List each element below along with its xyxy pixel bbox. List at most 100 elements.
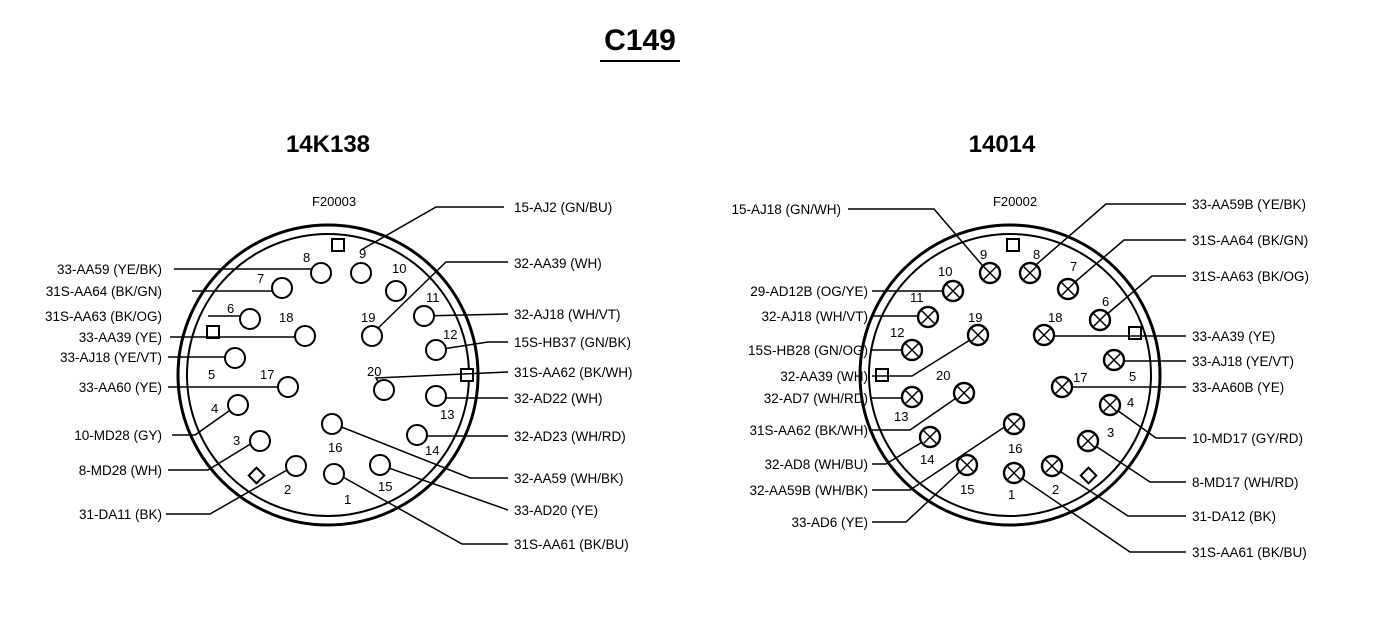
pin-2 bbox=[1040, 454, 1064, 478]
figure-number: F20003 bbox=[312, 194, 356, 209]
pin-4 bbox=[227, 394, 249, 416]
pin-number: 15 bbox=[378, 479, 392, 494]
wire-label: 31S-AA62 (BK/WH) bbox=[514, 365, 633, 380]
connector-outer-ring bbox=[858, 223, 1162, 527]
pin-cavities bbox=[900, 261, 1126, 485]
key-right bbox=[460, 368, 474, 382]
pin-number: 10 bbox=[392, 261, 406, 276]
pin-number: 10 bbox=[938, 264, 952, 279]
pin-numbers: 1 2 3 4 5 6 7 8 9 10 11 12 13 14 15 16 1… bbox=[208, 246, 457, 507]
pin-number: 4 bbox=[1127, 395, 1134, 410]
pin-number: 16 bbox=[1008, 441, 1022, 456]
wire-label: 33-AA39 (YE) bbox=[1192, 329, 1275, 344]
wire-label: 31S-AA61 (BK/BU) bbox=[514, 537, 629, 552]
wire-label: 32-AD22 (WH) bbox=[514, 391, 603, 406]
pin-12 bbox=[425, 339, 447, 361]
wire-label: 15-AJ2 (GN/BU) bbox=[514, 200, 612, 215]
pin-13 bbox=[425, 385, 447, 407]
key-bottom bbox=[247, 466, 266, 485]
wire-label: 32-AD8 (WH/BU) bbox=[764, 457, 868, 472]
wire-label: 10-MD17 (GY/RD) bbox=[1192, 431, 1303, 446]
wire-label: 32-AA39 (WH) bbox=[514, 256, 602, 271]
pin-17 bbox=[1050, 375, 1074, 399]
connector-outer-ring bbox=[176, 223, 480, 527]
pin-14 bbox=[406, 424, 428, 446]
wire-label: 33-AD6 (YE) bbox=[791, 515, 868, 530]
wire-label: 33-AA39 (YE) bbox=[79, 330, 162, 345]
pin-number: 6 bbox=[227, 301, 234, 316]
pin-3 bbox=[1076, 429, 1100, 453]
pin-number: 19 bbox=[968, 310, 982, 325]
pin-number: 13 bbox=[440, 407, 454, 422]
pin-16 bbox=[321, 413, 343, 435]
pin-number: 11 bbox=[426, 290, 440, 305]
pin-10 bbox=[941, 279, 965, 303]
wire-label: 15S-HB37 (GN/BK) bbox=[514, 335, 631, 350]
pin-number: 11 bbox=[910, 290, 924, 305]
wire-label: 10-MD28 (GY) bbox=[74, 428, 162, 443]
pin-3 bbox=[249, 430, 271, 452]
wire-label: 32-AA39 (WH) bbox=[780, 369, 868, 384]
pin-number: 9 bbox=[359, 246, 366, 261]
pin-number: 15 bbox=[960, 482, 974, 497]
pin-number: 3 bbox=[1107, 425, 1114, 440]
pin-number: 7 bbox=[257, 271, 264, 286]
pin-15 bbox=[955, 453, 979, 477]
pin-cavities bbox=[224, 262, 447, 485]
pin-19 bbox=[966, 323, 990, 347]
pin-number: 20 bbox=[367, 364, 381, 379]
connector-left: 14K138 F20003 bbox=[45, 131, 633, 552]
pin-9 bbox=[978, 261, 1002, 285]
pin-8 bbox=[1018, 261, 1042, 285]
pin-number: 17 bbox=[1073, 370, 1087, 385]
wire-label: 33-AD20 (YE) bbox=[514, 503, 598, 518]
pin-1 bbox=[1002, 461, 1026, 485]
connector-name: 14K138 bbox=[286, 131, 370, 158]
pin-number: 2 bbox=[1052, 482, 1059, 497]
pin-number: 5 bbox=[208, 367, 215, 382]
wire-label: 8-MD28 (WH) bbox=[79, 463, 162, 478]
pin-5 bbox=[224, 347, 246, 369]
pin-number: 8 bbox=[1033, 247, 1040, 262]
pin-16 bbox=[1002, 412, 1026, 436]
key-top bbox=[1006, 238, 1020, 252]
wire-label: 32-AA59B (WH/BK) bbox=[749, 483, 868, 498]
pin-7 bbox=[1056, 277, 1080, 301]
wire-label: 31S-AA63 (BK/OG) bbox=[1192, 269, 1309, 284]
pin-13 bbox=[900, 385, 924, 409]
pin-8 bbox=[310, 262, 332, 284]
pin-15 bbox=[369, 454, 391, 476]
pin-number: 4 bbox=[211, 401, 218, 416]
pin-number: 14 bbox=[920, 452, 934, 467]
connector-right: 14014 F20002 bbox=[731, 131, 1309, 560]
pin-6 bbox=[1088, 308, 1112, 332]
leader-lines bbox=[166, 206, 509, 545]
key-left bbox=[206, 325, 220, 339]
wire-label: 15S-HB28 (GN/OG) bbox=[748, 343, 868, 358]
pin-number: 8 bbox=[303, 250, 310, 265]
pin-number: 5 bbox=[1129, 369, 1136, 384]
pin-1 bbox=[323, 463, 345, 485]
pin-number: 2 bbox=[284, 482, 291, 497]
wire-label: 32-AJ18 (WH/VT) bbox=[514, 307, 621, 322]
wire-label: 31S-AA61 (BK/BU) bbox=[1192, 545, 1307, 560]
wire-label: 33-AA59 (YE/BK) bbox=[57, 262, 162, 277]
wire-label: 32-AJ18 (WH/VT) bbox=[761, 309, 868, 324]
pin-12 bbox=[900, 338, 924, 362]
pin-14 bbox=[918, 425, 942, 449]
pin-18 bbox=[1032, 323, 1056, 347]
wire-label: 31-DA12 (BK) bbox=[1192, 509, 1276, 524]
wire-label: 33-AA59B (YE/BK) bbox=[1192, 197, 1306, 212]
pin-number: 18 bbox=[1048, 310, 1062, 325]
figure-number: F20002 bbox=[993, 194, 1037, 209]
wire-label: 32-AA59 (WH/BK) bbox=[514, 471, 624, 486]
pin-number: 18 bbox=[279, 310, 293, 325]
key-top bbox=[331, 238, 345, 252]
pin-number: 14 bbox=[425, 443, 439, 458]
key-left bbox=[875, 368, 889, 382]
wire-label: 31S-AA63 (BK/OG) bbox=[45, 309, 162, 324]
wire-labels: 33-AA59 (YE/BK) 31S-AA64 (BK/GN) 31S-AA6… bbox=[45, 200, 633, 552]
pin-number: 17 bbox=[260, 367, 274, 382]
pin-number: 1 bbox=[344, 492, 351, 507]
